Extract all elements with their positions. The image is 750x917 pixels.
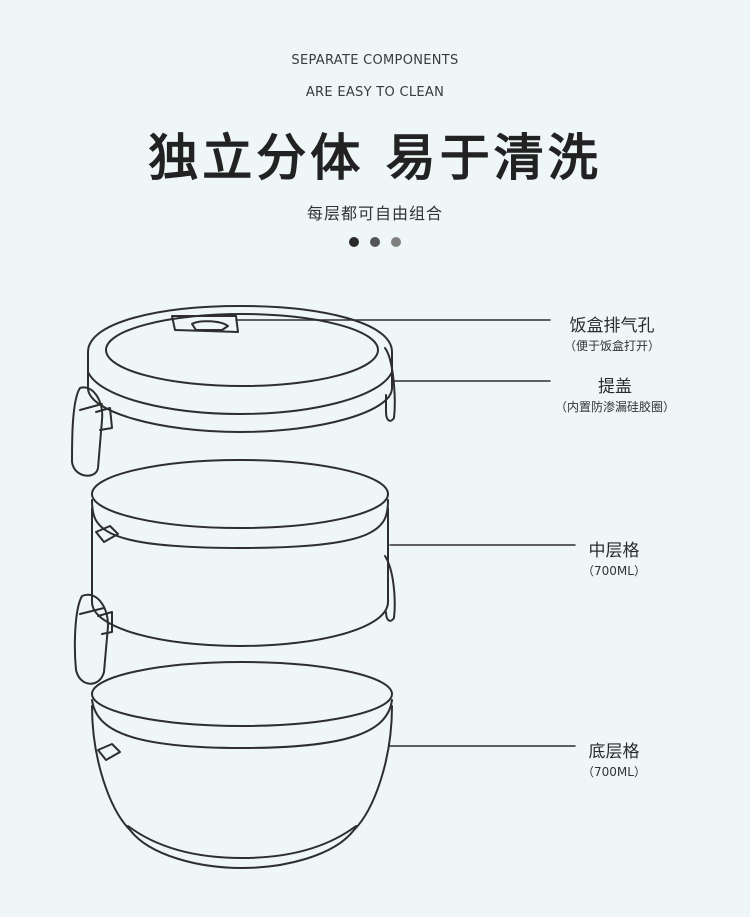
label-lid-sub: （内置防渗漏硅胶圈）	[554, 400, 675, 414]
label-middle-sub: （700ML）	[582, 564, 646, 578]
page-title: 独立分体 易于清洗	[148, 129, 602, 187]
dot-3	[391, 237, 401, 247]
label-bottom-main: 底层格	[588, 742, 640, 762]
label-vent-sub: （便于饭盒打开）	[563, 339, 660, 353]
english-heading-line1: SEPARATE COMPONENTS	[291, 53, 459, 68]
bottom-tier-illustration	[91, 661, 393, 869]
dot-1	[349, 237, 359, 247]
english-heading-line2: ARE EASY TO CLEAN	[305, 85, 445, 100]
label-middle-main: 中层格	[588, 541, 640, 561]
lid-illustration	[71, 305, 396, 477]
dot-2	[370, 237, 380, 247]
label-vent-main: 饭盒排气孔	[569, 316, 655, 336]
callout-lines	[235, 319, 576, 747]
label-bottom-sub: （700ML）	[582, 765, 646, 779]
dot-indicator	[0, 237, 750, 247]
middle-tier-illustration	[73, 459, 396, 685]
subtitle: 每层都可自由组合	[306, 204, 443, 223]
label-bottom-tier: 底层格 （700ML）	[572, 737, 656, 780]
label-lid: 提盖 （内置防渗漏硅胶圈）	[540, 372, 690, 415]
label-middle-tier: 中层格 （700ML）	[572, 536, 656, 579]
label-vent: 饭盒排气孔 （便于饭盒打开）	[548, 311, 676, 354]
label-lid-main: 提盖	[598, 377, 632, 397]
